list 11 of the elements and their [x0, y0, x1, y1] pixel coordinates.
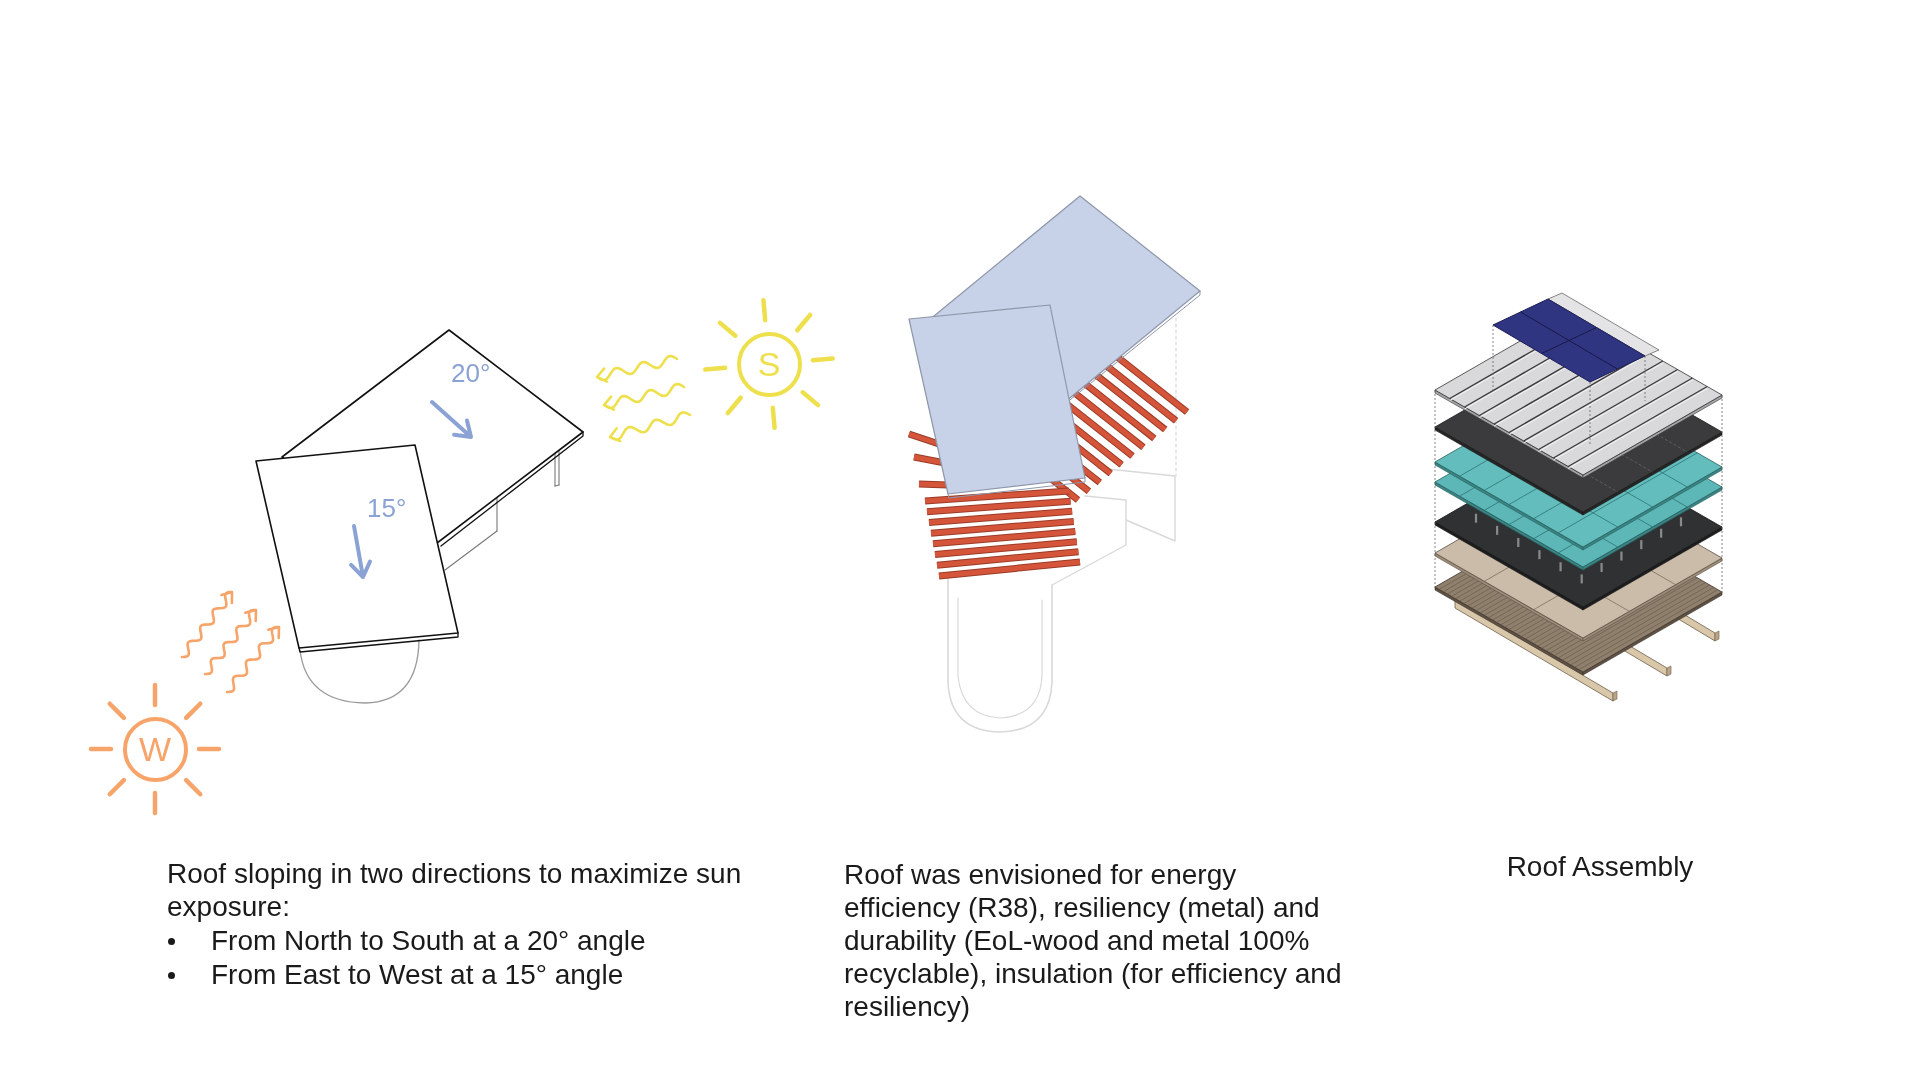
list-item-text: From East to West at a 15° angle [211, 958, 624, 991]
sun-circle [122, 716, 188, 782]
angle-label: 15° [367, 493, 407, 523]
description-text: Roof sloping in two directions to maximize sun exposure: [167, 857, 743, 923]
sun-letter: S [757, 347, 781, 381]
sun-letter: W [138, 732, 172, 766]
caption-text: Roof Assembly [1506, 850, 1694, 883]
angle-label: 20° [451, 358, 491, 388]
description-text: Roof was envisioned for energy efficiency (R38), resiliency (metal) and durability (EoL-wood and metal 100% recyclable), insulation (for efficiency and resiliency) [844, 858, 1343, 1023]
sun-circle [736, 331, 802, 397]
list-item-text: From North to South at a 20° angle [211, 924, 646, 957]
